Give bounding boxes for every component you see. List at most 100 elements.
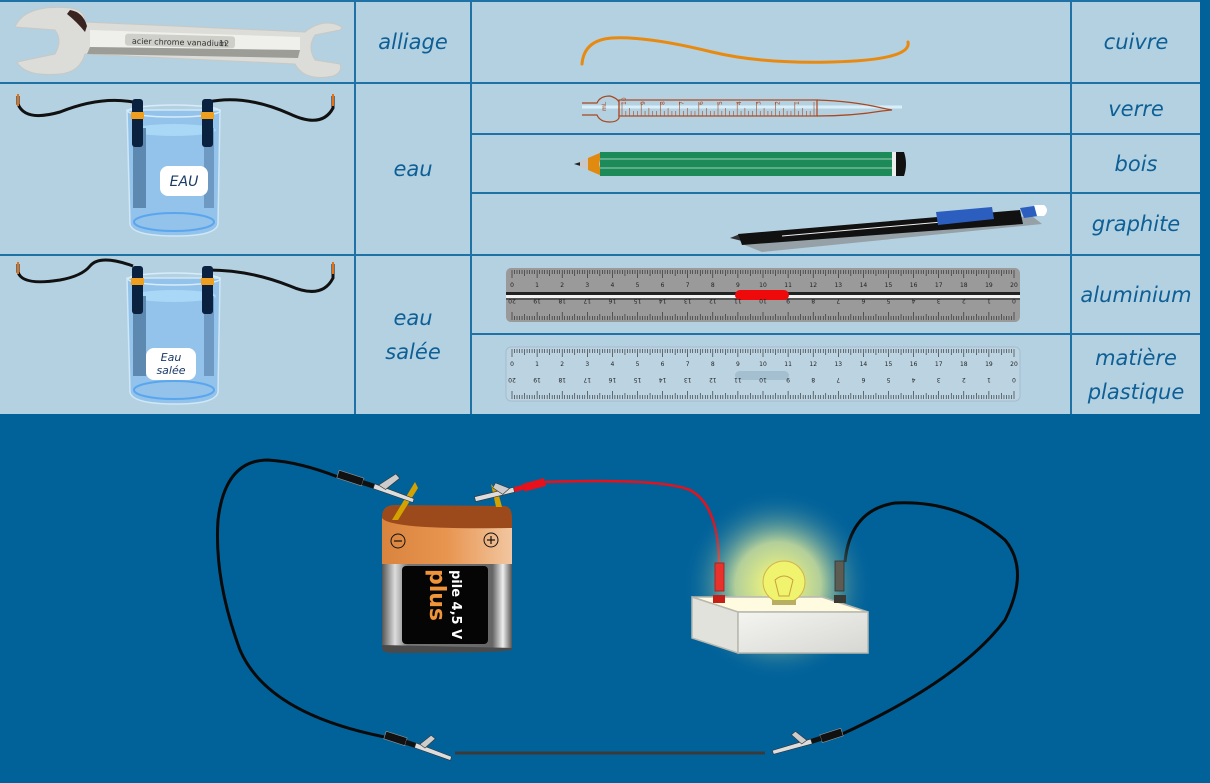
ruler-number: 12	[809, 361, 817, 368]
ruler-number: 8	[711, 361, 715, 368]
ruler-number-inverted: 19	[533, 376, 541, 383]
material-label-bois: bois	[1114, 151, 1158, 176]
ruler-number: 20	[1010, 361, 1018, 368]
ruler-number-inverted: 2	[962, 297, 966, 304]
material-label-alliage: alliage	[378, 30, 448, 54]
ruler-number-inverted: 19	[533, 297, 541, 304]
ruler-number-inverted: 6	[861, 376, 865, 383]
ruler-number-inverted: 4	[912, 297, 916, 304]
ruler-number: 2	[560, 282, 564, 289]
ruler-number: 1	[535, 282, 539, 289]
ruler-number: 15	[885, 282, 893, 289]
ruler-number: 6	[661, 282, 665, 289]
battery-brand: plus	[424, 569, 449, 621]
ruler-number-inverted: 10	[759, 297, 767, 304]
ruler-number: 9	[736, 361, 740, 368]
wrench-size: 12	[219, 39, 229, 48]
pipette-number: 6	[698, 101, 705, 105]
pipette-number: 3	[755, 101, 762, 105]
ruler-number: 4	[610, 282, 614, 289]
ruler-number: 18	[960, 361, 968, 368]
ruler-number: 6	[661, 361, 665, 368]
ruler-number-inverted: 17	[583, 297, 591, 304]
mechanical-pencil-illustration	[730, 205, 1047, 252]
ruler-number-inverted: 18	[558, 376, 566, 383]
ruler-number: 2	[560, 361, 564, 368]
ruler-number-inverted: 0	[1012, 297, 1016, 304]
material-label-plastique-line2: plastique	[1087, 379, 1185, 404]
ruler-number: 14	[860, 282, 868, 289]
ruler-number: 8	[711, 282, 715, 289]
pipette-number: 4	[736, 101, 743, 105]
materials-table: acier chrome vanadium 12 alliage cuivre …	[0, 0, 1200, 414]
ruler-number-inverted: 8	[811, 376, 815, 383]
ruler-number: 10	[759, 361, 767, 368]
grid-line	[470, 133, 1200, 135]
grid-line	[0, 82, 1200, 84]
copper-wire-illustration	[580, 36, 910, 66]
ruler-number-inverted: 6	[861, 297, 865, 304]
right-border-strip	[1200, 0, 1210, 414]
ruler-number-inverted: 15	[634, 376, 642, 383]
wrench-illustration: acier chrome vanadium 12	[15, 6, 343, 78]
battery-label: pile 4,5 V	[448, 570, 463, 639]
ruler-number: 5	[636, 282, 640, 289]
pipette-unit: mL	[601, 101, 608, 111]
ruler-number-inverted: 16	[608, 297, 616, 304]
grid-line	[0, 254, 1200, 256]
beaker-label-salee-line2: salée	[156, 364, 185, 377]
ruler-number-inverted: 3	[937, 376, 941, 383]
ruler-number-inverted: 4	[912, 376, 916, 383]
beaker-water-illustration: EAU	[16, 94, 335, 237]
ruler-number-inverted: 12	[709, 376, 717, 383]
ruler-number-inverted: 18	[558, 297, 566, 304]
ruler-number-inverted: 7	[836, 376, 840, 383]
ruler-number: 7	[686, 282, 690, 289]
pipette-number: 7	[679, 101, 686, 105]
ruler-number: 20	[1010, 282, 1018, 289]
pencil-illustration	[574, 152, 906, 176]
grid-line	[470, 0, 472, 414]
material-label-matiere-line1: matière	[1095, 345, 1177, 370]
ruler-number-inverted: 20	[508, 297, 516, 304]
grid-line	[1070, 0, 1072, 414]
ruler-number: 4	[610, 361, 614, 368]
grid-line	[354, 0, 356, 414]
material-label-graphite: graphite	[1091, 212, 1181, 236]
ruler-number-inverted: 15	[634, 297, 642, 304]
ruler-number-inverted: 8	[811, 297, 815, 304]
ruler-number-inverted: 3	[937, 297, 941, 304]
ruler-number-inverted: 12	[709, 297, 717, 304]
ruler-number-inverted: 9	[786, 297, 790, 304]
ruler-number-inverted: 13	[684, 376, 692, 383]
beaker-salt-water-illustration: Eau salée	[16, 258, 335, 405]
crocodile-clip-bottom-right	[771, 727, 844, 755]
ruler-number: 0	[510, 361, 514, 368]
pipette-number: 10	[621, 97, 628, 105]
ruler-number: 11	[784, 361, 792, 368]
ruler-number-inverted: 17	[583, 376, 591, 383]
ruler-number: 16	[910, 282, 918, 289]
ruler-number-inverted: 9	[786, 376, 790, 383]
material-label-aluminium: aluminium	[1080, 282, 1192, 307]
material-label-verre: verre	[1108, 96, 1164, 121]
ruler-number: 3	[585, 282, 589, 289]
ruler-number: 13	[834, 282, 842, 289]
beaker-label-eau-line1: Eau	[161, 351, 182, 364]
ruler-number: 11	[784, 282, 792, 289]
material-label-eau: eau	[393, 157, 433, 181]
ruler-number-inverted: 13	[684, 297, 692, 304]
ruler-number: 19	[985, 282, 993, 289]
ruler-number: 14	[860, 361, 868, 368]
plastic-ruler-illustration: 0011223344556677889910101111121213131414…	[505, 346, 1021, 402]
ruler-number: 12	[809, 282, 817, 289]
pipette-number: 9	[640, 101, 647, 105]
crocodile-clip-negative	[336, 469, 415, 503]
ruler-number-inverted: 14	[659, 297, 667, 304]
pipette-number: 5	[717, 101, 724, 105]
grid-line	[470, 192, 1200, 194]
ruler-number: 0	[510, 282, 514, 289]
wrench-engraving: acier chrome vanadium	[132, 37, 227, 48]
ruler-number-inverted: 20	[508, 376, 516, 383]
